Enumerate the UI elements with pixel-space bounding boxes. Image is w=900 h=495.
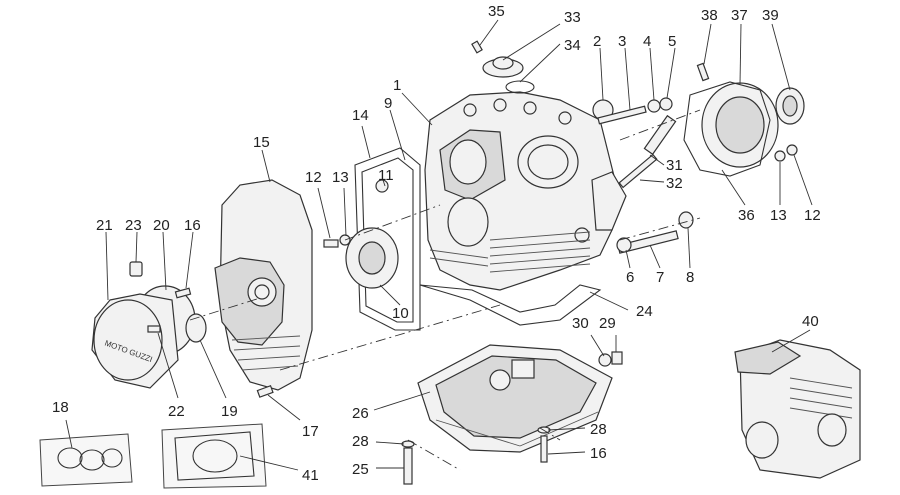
callout-30: 30 <box>572 315 589 332</box>
callout-12-right: 12 <box>804 207 821 224</box>
callout-36: 36 <box>738 207 755 224</box>
sump-gasket <box>419 284 602 326</box>
crankcase <box>424 91 627 291</box>
callout-23: 23 <box>125 217 142 234</box>
callout-41: 41 <box>302 467 319 484</box>
oil-filler-cap <box>471 40 535 94</box>
callout-6: 6 <box>626 269 634 286</box>
leader-lines <box>65 19 813 471</box>
callout-33: 33 <box>564 9 581 26</box>
callout-32: 32 <box>666 175 683 192</box>
callout-15: 15 <box>253 134 270 151</box>
callout-9: 9 <box>384 95 392 112</box>
alternator-cover: MOTO GUZZI <box>91 261 207 389</box>
callout-19: 19 <box>221 403 238 420</box>
callout-8: 8 <box>686 269 694 286</box>
callout-40: 40 <box>802 313 819 330</box>
bearing-plate <box>345 179 399 289</box>
callout-13-right: 13 <box>770 207 787 224</box>
callout-16-bottom: 16 <box>590 445 607 462</box>
callout-20: 20 <box>153 217 170 234</box>
callout-29: 29 <box>599 315 616 332</box>
callout-17: 17 <box>302 423 319 440</box>
callout-24: 24 <box>636 303 653 320</box>
callout-3: 3 <box>618 33 626 50</box>
callout-2: 2 <box>593 33 601 50</box>
callout-14: 14 <box>352 107 369 124</box>
callout-22: 22 <box>168 403 185 420</box>
callout-28-left: 28 <box>352 433 369 450</box>
callout-16-left: 16 <box>184 217 201 234</box>
callout-34: 34 <box>564 37 581 54</box>
callout-31: 31 <box>666 157 683 174</box>
timing-gasket <box>354 147 421 331</box>
callout-labels: 1 2 3 4 5 6 7 8 9 10 11 12 12 13 13 14 1… <box>52 3 821 484</box>
callout-12-left: 12 <box>305 169 322 186</box>
center-lines <box>189 109 701 471</box>
callout-11: 11 <box>378 167 394 184</box>
callout-21: 21 <box>96 217 113 234</box>
timing-cover <box>214 179 313 391</box>
callout-13-left: 13 <box>332 169 349 186</box>
oil-sump <box>417 344 613 453</box>
callout-7: 7 <box>656 269 664 286</box>
callout-25: 25 <box>352 461 369 478</box>
seal-kit-bag <box>161 423 267 489</box>
callout-26: 26 <box>352 405 369 422</box>
callout-5: 5 <box>668 33 676 50</box>
callout-35: 35 <box>488 3 505 20</box>
callout-18: 18 <box>52 399 69 416</box>
callout-10: 10 <box>392 305 409 322</box>
callout-39: 39 <box>762 7 779 24</box>
right-parts <box>592 62 805 254</box>
callout-28-right: 28 <box>590 421 607 438</box>
callout-1: 1 <box>393 77 401 94</box>
callout-4: 4 <box>643 33 651 50</box>
engine-overview-icon <box>734 339 861 479</box>
gasket-kit-bag <box>39 433 133 487</box>
callout-38: 38 <box>701 7 718 24</box>
callout-37: 37 <box>731 7 748 24</box>
bolts-cluster <box>147 234 351 398</box>
